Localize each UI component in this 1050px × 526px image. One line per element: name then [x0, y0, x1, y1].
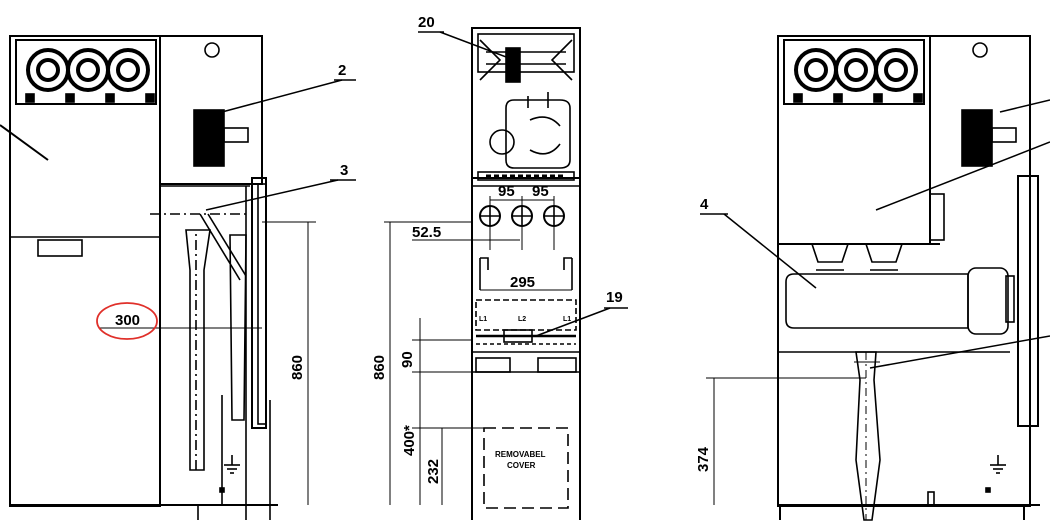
- bushing-icon: [26, 48, 150, 92]
- callout-3: 3: [340, 162, 348, 179]
- dimension-860-left: 860: [289, 355, 306, 380]
- ground-icon: [990, 455, 1006, 474]
- dimension-52-5: 52.5: [412, 224, 441, 241]
- callout-19: 19: [606, 289, 623, 306]
- dimension-400: 400*: [401, 425, 418, 456]
- dimension-295: 295: [510, 274, 535, 291]
- removable-cover-label-1: REMOVABEL: [495, 450, 546, 459]
- ground-icon: [224, 455, 240, 474]
- dimension-95-b: 95: [532, 183, 549, 200]
- callout-2: 2: [338, 62, 346, 79]
- dimension-374: 374: [695, 446, 712, 472]
- dimension-860-mid: 860: [371, 355, 388, 380]
- callout-20: 20: [418, 14, 435, 31]
- dimension-90: 90: [399, 351, 416, 368]
- front-view: [384, 27, 628, 520]
- right-side-view: [700, 35, 1050, 521]
- removable-cover-label-2: COVER: [507, 461, 536, 470]
- phase-label-l1: L1: [479, 316, 487, 323]
- bushing-icon: [794, 48, 918, 92]
- dimension-95-a: 95: [498, 183, 515, 200]
- left-side-view: [0, 35, 356, 520]
- dimension-232: 232: [425, 459, 442, 484]
- callout-4: 4: [700, 196, 709, 213]
- dimension-300: 300: [115, 312, 140, 329]
- phase-label-l2: L2: [518, 316, 526, 323]
- phase-label-l3: L1: [563, 316, 571, 323]
